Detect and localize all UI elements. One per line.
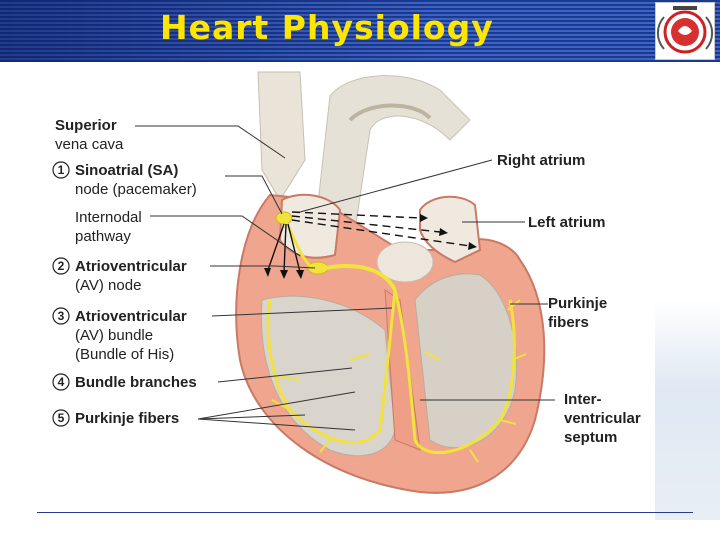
arrowheads — [264, 214, 477, 279]
label-av-bundle-2: (AV) bundle — [75, 327, 153, 344]
marker-3-text: 3 — [58, 309, 65, 323]
marker-2 — [52, 257, 70, 275]
label-superior-vena-cava-2: vena cava — [55, 136, 124, 153]
marker-5 — [52, 409, 70, 427]
label-bundle-branches: Bundle branches — [75, 374, 197, 391]
marker-2-text: 2 — [58, 259, 65, 273]
superior-vena-cava — [257, 71, 306, 201]
label-av-bundle-1: Atrioventricular — [75, 308, 187, 325]
label-purkinje-right-2: fibers — [548, 314, 589, 331]
label-septum-3: septum — [564, 429, 617, 446]
label-purkinje-right-1: Purkinje — [548, 295, 607, 312]
label-left-atrium: Left atrium — [528, 214, 606, 231]
label-septum-1: Inter- — [564, 391, 602, 408]
label-superior-vena-cava-1: Superior — [55, 117, 117, 134]
left-ventricle-chamber — [414, 273, 518, 449]
aorta-arch-inner — [348, 103, 432, 122]
label-purkinje-left: Purkinje fibers — [75, 410, 179, 427]
side-decoration-panel — [655, 300, 720, 520]
marker-4 — [52, 373, 70, 391]
marker-4-text: 4 — [58, 375, 65, 389]
label-sa-node-1: Sinoatrial (SA) — [75, 162, 178, 179]
bundle-branch-left — [393, 289, 516, 455]
label-sa-node-2: node (pacemaker) — [75, 181, 197, 198]
heart-conduction-diagram: 1 2 3 4 5 Superior vena cava Sinoatrial … — [52, 71, 641, 494]
label-septum-2: ventricular — [564, 410, 641, 427]
sa-conduction-arrows — [267, 211, 471, 273]
av-bundle — [325, 264, 397, 291]
society-logo-icon — [655, 2, 715, 60]
step-number-markers — [52, 161, 70, 427]
label-right-atrium: Right atrium — [497, 152, 585, 169]
marker-1 — [52, 161, 70, 179]
sa-node — [275, 211, 293, 225]
label-av-node-1: Atrioventricular — [75, 258, 187, 275]
footer-divider — [37, 512, 693, 513]
valve-structure — [376, 241, 434, 283]
marker-3 — [52, 307, 70, 325]
label-internodal-2: pathway — [75, 228, 131, 245]
label-av-bundle-3: (Bundle of His) — [75, 346, 174, 363]
label-internodal-1: Internodal — [75, 209, 142, 226]
page-title: Heart Physiology — [160, 8, 494, 47]
header-shade — [0, 0, 720, 62]
leader-lines — [135, 125, 555, 431]
bundle-branch-right — [266, 289, 397, 445]
label-av-node-2: (AV) node — [75, 277, 141, 294]
marker-5-text: 5 — [58, 411, 65, 425]
header-bar: Heart Physiology — [0, 0, 720, 62]
marker-1-text: 1 — [58, 163, 65, 177]
